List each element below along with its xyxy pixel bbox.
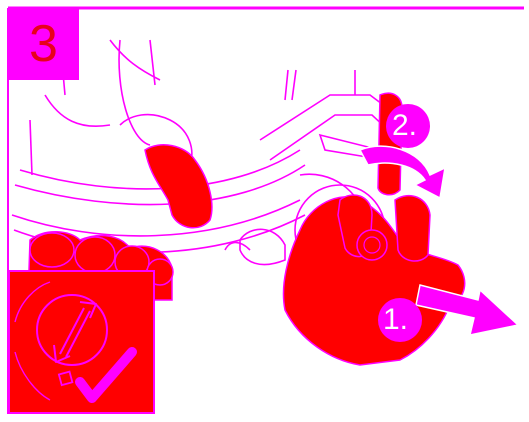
checkmark-icon [80,352,132,398]
callout-1-circle [378,298,422,342]
lock-square [59,372,72,385]
rotate-arrow-icon [360,146,445,198]
callout-2-circle [386,104,430,148]
step-number-badge: 3 [8,8,79,80]
upper-hand [145,145,212,228]
up-down-arrow-icon [54,302,96,362]
inset-hand-outline [15,282,50,400]
right-hand [283,93,464,365]
detail-inset [8,270,155,414]
step-number: 3 [29,18,58,70]
inset-canvas [10,272,153,412]
